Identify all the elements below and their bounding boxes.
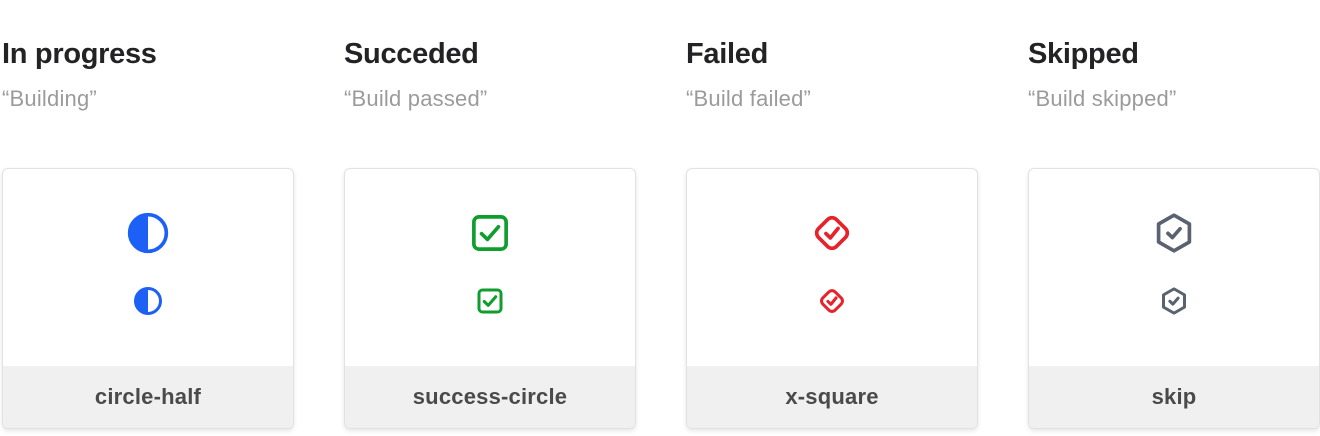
- column-title: Skipped: [1028, 38, 1139, 70]
- column-skipped-header: Skipped “Build skipped”: [1028, 0, 1320, 168]
- column-status-quote: “Building”: [2, 86, 97, 112]
- icon-name-label: skip: [1151, 384, 1197, 409]
- icon-preview-area: [687, 169, 977, 366]
- icon-card-skip: skip: [1028, 168, 1320, 429]
- icon-name-label: x-square: [785, 384, 879, 409]
- column-title: In progress: [2, 38, 157, 70]
- check-hexagon-icon-small: [1162, 287, 1186, 315]
- icon-card-footer: circle-half: [3, 366, 293, 428]
- circle-half-icon-large: [127, 212, 169, 254]
- icon-name-label: success-circle: [412, 384, 568, 409]
- column-succeded-header: Succeded “Build passed”: [344, 0, 636, 168]
- icon-preview-area: [3, 169, 293, 366]
- column-status-quote: “Build skipped”: [1028, 86, 1177, 112]
- column-succeded: Succeded “Build passed” success-circle: [344, 0, 636, 436]
- column-in-progress-header: In progress “Building”: [2, 0, 294, 168]
- icon-preview-area: [1029, 169, 1319, 366]
- column-in-progress: In progress “Building” circle-half: [2, 0, 294, 436]
- check-diamond-icon-small: [820, 289, 844, 313]
- icon-card-footer: success-circle: [345, 366, 635, 428]
- circle-half-icon-small: [134, 287, 162, 315]
- icon-card-x-square: x-square: [686, 168, 978, 429]
- icon-card-footer: skip: [1029, 366, 1319, 428]
- icon-card-footer: x-square: [687, 366, 977, 428]
- check-hexagon-icon-large: [1156, 213, 1192, 253]
- icon-preview-area: [345, 169, 635, 366]
- check-diamond-icon-large: [814, 215, 850, 251]
- column-failed-header: Failed “Build failed”: [686, 0, 978, 168]
- icon-card-success-circle: success-circle: [344, 168, 636, 429]
- check-square-icon-large: [472, 215, 508, 251]
- column-status-quote: “Build failed”: [686, 86, 812, 112]
- column-skipped: Skipped “Build skipped” skip: [1028, 0, 1320, 436]
- column-failed: Failed “Build failed” x-square: [686, 0, 978, 436]
- icon-card-circle-half: circle-half: [2, 168, 294, 429]
- icon-name-label: circle-half: [94, 384, 202, 409]
- column-title: Failed: [686, 38, 768, 70]
- column-title: Succeded: [344, 38, 479, 70]
- check-square-icon-small: [477, 288, 503, 314]
- column-status-quote: “Build passed”: [344, 86, 488, 112]
